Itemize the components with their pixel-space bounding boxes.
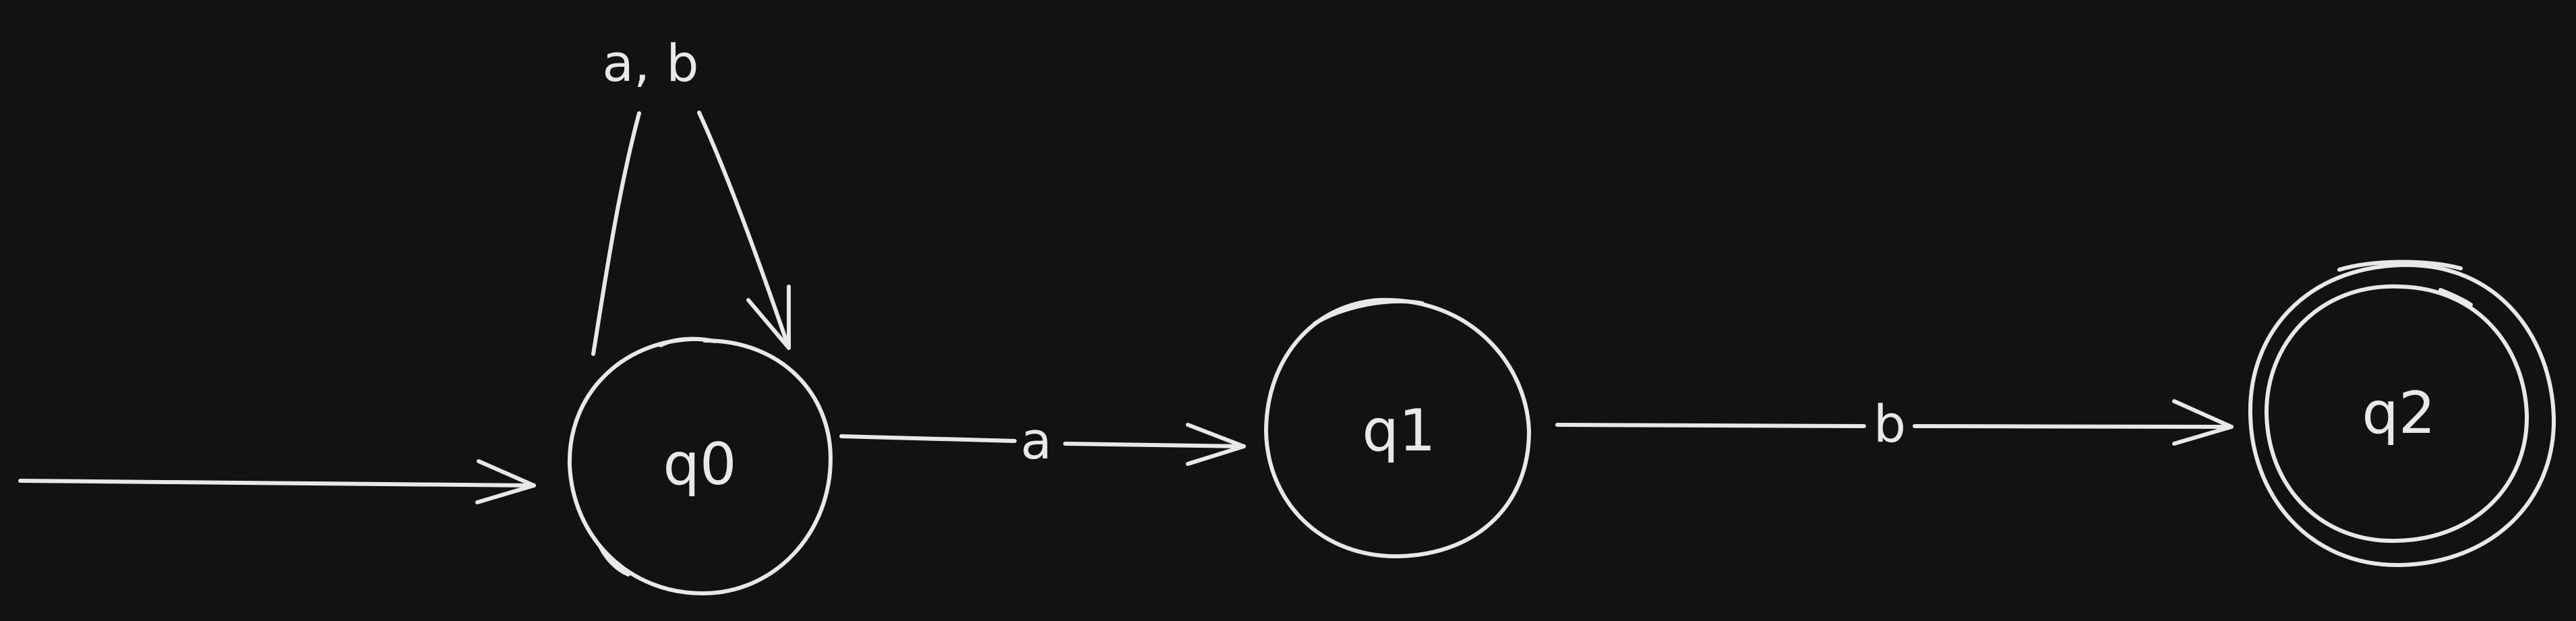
- state-label-q0: q0: [663, 431, 736, 498]
- state-q0: q0: [567, 336, 833, 595]
- state-q2: q2: [2248, 260, 2556, 568]
- state-label-q2: q2: [2362, 380, 2435, 447]
- transition-label-loop-q0: a, b: [602, 33, 698, 93]
- transition-loop-q0: a, b: [591, 33, 791, 356]
- transition-q1-q2: b: [1555, 394, 2234, 454]
- transition-label-q0-q1: a: [1021, 411, 1052, 471]
- transition-label-q1-q2: b: [1874, 394, 1906, 454]
- start-arrow: [18, 459, 536, 504]
- state-q1: q1: [1264, 297, 1531, 559]
- transition-q0-q1: a: [839, 411, 1246, 471]
- state-label-q1: q1: [1362, 397, 1435, 465]
